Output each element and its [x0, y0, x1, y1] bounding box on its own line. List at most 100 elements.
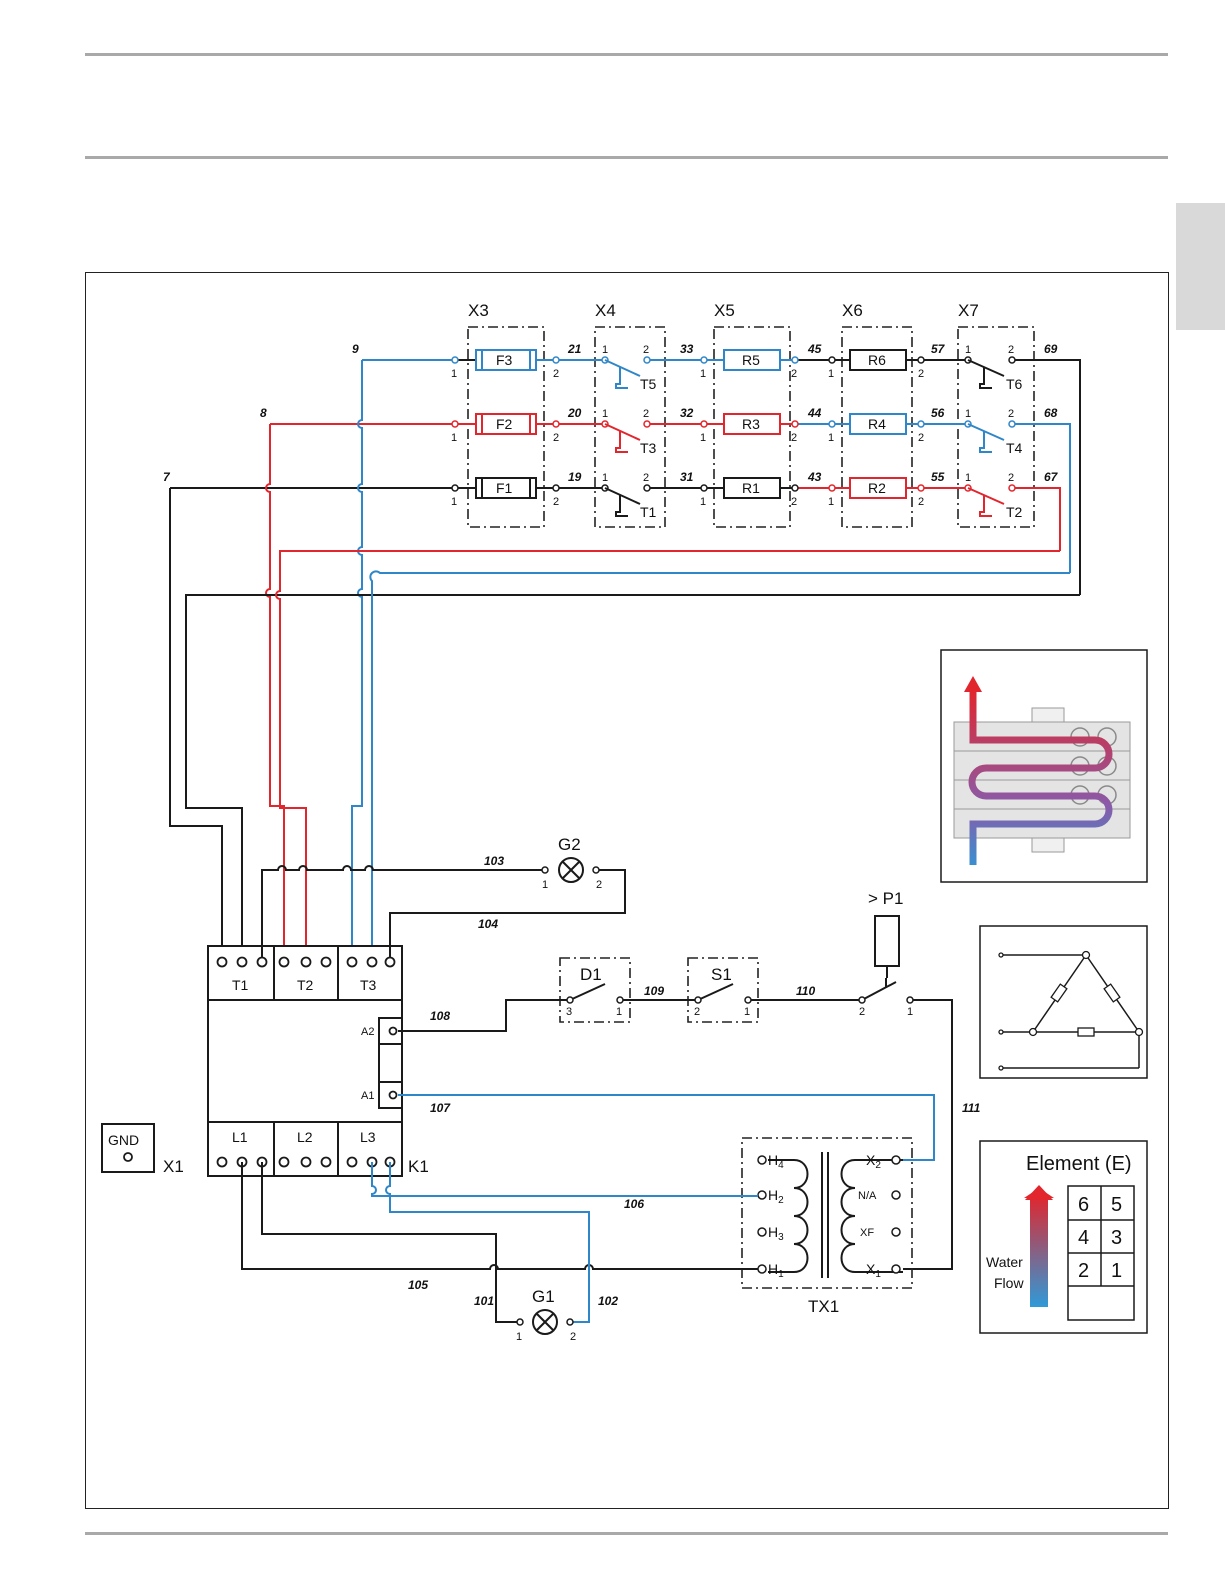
wire-7-label: 7 [163, 470, 171, 484]
tx1-h1-label: H1 [768, 1261, 784, 1280]
wire-or-pin-label: 109 [644, 984, 664, 998]
wire-or-pin-label: 3 [566, 1006, 572, 1018]
x3-group-box [467, 326, 545, 528]
wire-or-pin-label: 2 [694, 1006, 700, 1018]
t5-label: T5 [640, 376, 657, 392]
wire-or-pin-label: 32 [680, 406, 694, 420]
s1-box [687, 957, 759, 1023]
lamp-g2 [541, 857, 600, 883]
x5-label: X5 [714, 301, 735, 320]
wire-or-pin-label: 2 [1008, 344, 1014, 356]
thermostat-t2 [967, 487, 1005, 517]
g2-label: G2 [558, 835, 581, 854]
k1-l3-label: L3 [360, 1129, 376, 1145]
pressure-switch-p1 [874, 915, 900, 967]
wire-or-pin-label: 1 [451, 368, 457, 380]
resistor-r3 [723, 413, 781, 435]
wire-or-pin-label: 2 [643, 408, 649, 420]
resistor-r4 [849, 413, 907, 435]
wire-or-pin-label: 111 [962, 1101, 981, 1115]
wire-9-label: 9 [352, 342, 359, 356]
k1-l1-label: L1 [232, 1129, 248, 1145]
x6-group-box [841, 326, 913, 528]
delta-connection-illustration [979, 925, 1148, 1079]
wire-or-pin-label: 2 [791, 368, 797, 380]
wire-or-pin-label: 2 [918, 432, 924, 444]
wire-or-pin-label: 105 [408, 1278, 428, 1292]
resistor-r3-label: R3 [742, 416, 760, 432]
section-tab [1176, 203, 1225, 330]
t6-label: T6 [1006, 376, 1023, 392]
thermostat-t5 [604, 359, 641, 389]
p1-label: > P1 [868, 889, 903, 908]
k1-l2-label: L2 [297, 1129, 313, 1145]
x3-label: X3 [468, 301, 489, 320]
tx1-h2-label: H2 [768, 1187, 784, 1206]
lamp-g1 [516, 1309, 574, 1335]
wire-or-pin-label: 1 [700, 432, 706, 444]
fuse-f3 [475, 349, 537, 371]
wire-or-pin-label: 108 [430, 1009, 450, 1023]
wire-or-pin-label: 31 [680, 470, 694, 484]
contactor-k1 [207, 945, 403, 1177]
legend-title: Element (E) [1026, 1153, 1132, 1175]
wire-or-pin-label: 67 [1044, 470, 1059, 484]
tx1-label: TX1 [808, 1297, 839, 1316]
wire-or-pin-label: 2 [1008, 472, 1014, 484]
k1-t2-label: T2 [297, 977, 314, 993]
wire-or-pin-label: 57 [931, 342, 946, 356]
header-rule [85, 156, 1168, 159]
heat-exchanger-illustration [940, 649, 1148, 883]
tx1-xf-label: XF [860, 1227, 874, 1239]
x7-label: X7 [958, 301, 979, 320]
wire-or-pin-label: 21 [567, 342, 582, 356]
s1-label: S1 [711, 965, 732, 984]
wire-or-pin-label: 1 [965, 408, 971, 420]
wire-or-pin-label: 68 [1044, 406, 1058, 420]
tx1-x2-label: X2 [866, 1152, 881, 1171]
wire-or-pin-label: 1 [700, 496, 706, 508]
wire-or-pin-label: 1 [907, 1006, 913, 1018]
g1-label: G1 [532, 1287, 555, 1306]
x5-group-box [713, 326, 791, 528]
resistor-r6-label: R6 [868, 352, 886, 368]
fuse-f2 [475, 413, 537, 435]
wire-or-pin-label: 102 [598, 1294, 618, 1308]
legend-cell: 6 [1078, 1194, 1089, 1216]
thermostat-t4 [967, 423, 1005, 453]
wire-or-pin-label: 1 [602, 344, 608, 356]
k1-a2-label: A2 [361, 1026, 374, 1038]
resistor-r6 [849, 349, 907, 371]
wire-or-pin-label: 2 [918, 496, 924, 508]
wire-or-pin-label: 1 [965, 472, 971, 484]
t3-label: T3 [640, 440, 657, 456]
x6-label: X6 [842, 301, 863, 320]
x7-group-box [957, 326, 1035, 528]
legend-cell: 2 [1078, 1260, 1089, 1282]
wire-or-pin-label: 1 [451, 432, 457, 444]
tx1-h4-label: H4 [768, 1152, 784, 1171]
resistor-r1-label: R1 [742, 480, 760, 496]
gnd-label: GND [108, 1132, 139, 1148]
wire-or-pin-label: 19 [568, 470, 582, 484]
wire-or-pin-label: 1 [700, 368, 706, 380]
wire-or-pin-label: 107 [430, 1101, 451, 1115]
resistor-r5-label: R5 [742, 352, 760, 368]
wire-or-pin-label: 2 [791, 496, 797, 508]
wire-or-pin-label: 1 [828, 496, 834, 508]
wire-or-pin-label: 2 [596, 879, 602, 891]
k1-a1-label: A1 [361, 1090, 374, 1102]
resistor-r2-label: R2 [868, 480, 886, 496]
wire-or-pin-label: 1 [828, 368, 834, 380]
wire-or-pin-label: 56 [931, 406, 945, 420]
bottom-rule [85, 1532, 1168, 1535]
wire-or-pin-label: 69 [1044, 342, 1058, 356]
wire-or-pin-label: 1 [744, 1006, 750, 1018]
thermostat-t6 [967, 359, 1005, 389]
wire-or-pin-label: 103 [484, 854, 504, 868]
wire-or-pin-label: 1 [965, 344, 971, 356]
k1-t1-label: T1 [232, 977, 249, 993]
ground-terminal [101, 1123, 155, 1173]
x4-label: X4 [595, 301, 616, 320]
